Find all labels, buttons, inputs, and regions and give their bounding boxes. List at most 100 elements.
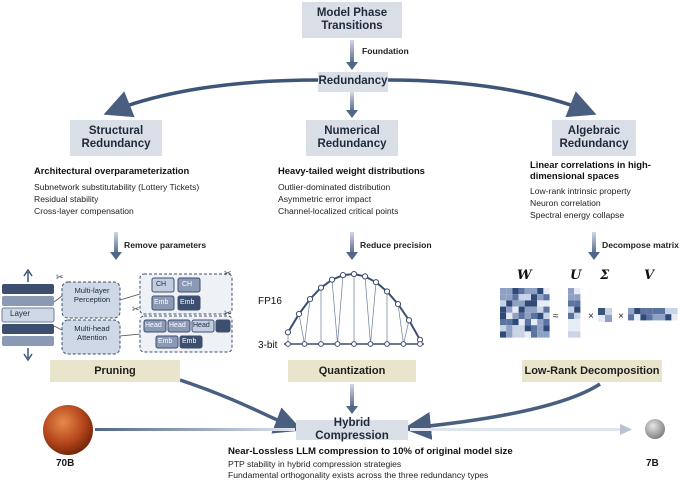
matrix-u-cell — [568, 300, 575, 307]
matrix-u-cell — [568, 288, 575, 295]
3bit-level — [351, 341, 357, 347]
3bit-level — [318, 341, 324, 347]
matrix-w-cell — [524, 306, 531, 313]
redundancy-box: Redundancy — [318, 72, 388, 92]
matrix-u-label: U — [570, 268, 582, 283]
phase-transitions-box: Model Phase Transitions — [302, 2, 402, 38]
hybrid-compression-label: Hybrid Compression — [315, 416, 389, 442]
matrix-u-cell — [568, 312, 575, 319]
ch-cell: CH — [156, 281, 167, 288]
matrix-w-cell — [518, 312, 525, 319]
matrix-v-cell — [665, 308, 672, 315]
quantization-label: Quantization — [318, 365, 386, 377]
matrix-w-cell — [506, 331, 513, 338]
matrix-w-cell — [512, 294, 519, 301]
3bit-level — [400, 341, 407, 347]
lowrank-box: Low-Rank Decomposition — [522, 360, 662, 382]
matrix-w-cell — [537, 331, 544, 338]
fp16-label: FP16 — [258, 296, 282, 307]
3bit-level — [367, 341, 374, 347]
matrix-w-cell — [543, 300, 550, 307]
matrix-w-cell — [524, 288, 531, 295]
algebraic-item: Low-rank intrinsic property — [530, 186, 631, 196]
matrix-w-cell — [524, 294, 531, 301]
numerical-item: Outlier-dominated distribution — [278, 182, 391, 192]
quantization-box: Quantization — [288, 360, 416, 382]
3bit-level — [301, 341, 308, 347]
matrix-w-cell — [512, 319, 519, 326]
matrix-v-cell — [646, 308, 653, 315]
matrix-u-cell — [568, 331, 575, 338]
algebraic-title: Algebraic Redundancy — [559, 124, 629, 150]
matrix-w-cell — [524, 312, 531, 319]
fp16-point — [383, 288, 391, 295]
algebraic-item: Spectral energy collapse — [530, 210, 625, 220]
3bit-level — [285, 341, 291, 347]
emb-cell: Emb — [180, 299, 195, 306]
matrix-v-cell — [671, 308, 678, 315]
times-symbol: × — [588, 311, 594, 322]
matrix-w-cell — [531, 319, 538, 326]
matrix-w-cell — [537, 300, 544, 307]
bottom-note: PTP stability in hybrid compression stra… — [228, 459, 402, 469]
fp16-point — [361, 273, 369, 280]
matrix-w-cell — [512, 312, 519, 319]
matrix-v-cell — [659, 314, 666, 321]
matrix-v-cell — [659, 308, 666, 315]
quant-mapping-line — [298, 313, 305, 345]
head-cell: Head — [145, 322, 162, 329]
matrix-v-label: V — [644, 268, 655, 283]
matrix-w-cell — [543, 294, 550, 301]
hybrid-compression-box: Hybrid Compression — [296, 416, 408, 442]
phase-transitions-label: Model Phase Transitions — [316, 6, 388, 32]
matrix-w-cell — [531, 312, 538, 319]
matrix-w-cell — [524, 319, 531, 326]
mlp-label: Multi-layer Perception — [73, 286, 111, 304]
fp16-point — [339, 272, 347, 279]
matrix-v-cell — [628, 308, 635, 315]
algebraic-heading: Linear correlations in high- dimensional… — [530, 159, 651, 181]
matrix-u-cell — [574, 300, 581, 307]
numerical-item: Asymmetric error impact — [278, 194, 372, 204]
matrix-w-cell — [537, 294, 544, 301]
matrix-v-cell — [646, 314, 653, 321]
matrix-u-cell — [568, 319, 575, 326]
head-cell: Head — [193, 322, 210, 329]
matrix-w-cell — [506, 288, 513, 295]
fp16-point — [295, 310, 303, 318]
algebraic-item: Neuron correlation — [530, 198, 601, 208]
matrix-w-cell — [506, 325, 513, 332]
large-model-planet — [43, 405, 93, 455]
matrix-w-cell — [524, 325, 531, 332]
3bit-label: 3-bit — [258, 340, 278, 351]
quant-mapping-line — [364, 276, 371, 345]
matrix-w-cell — [543, 306, 550, 313]
matrix-sigma-cell — [605, 315, 612, 322]
matrix-w-cell — [518, 306, 525, 313]
foundation-label: Foundation — [362, 46, 409, 56]
matrix-w-cell — [518, 288, 525, 295]
matrix-w-cell — [537, 325, 544, 332]
svg-text:✂: ✂ — [56, 272, 64, 282]
matrix-u-cell — [574, 312, 581, 319]
matrix-w-cell — [500, 325, 507, 332]
numerical-heading: Heavy-tailed weight distributions — [278, 165, 425, 176]
mha-label: Multi-head Attention — [74, 324, 110, 342]
matrix-w-cell — [506, 300, 513, 307]
matrix-w-cell — [500, 294, 507, 301]
matrix-sigma-cell — [598, 308, 605, 315]
reduce-precision-label: Reduce precision — [360, 240, 432, 250]
matrix-w-cell — [518, 319, 525, 326]
matrix-u-cell — [568, 325, 575, 332]
matrix-w-cell — [531, 300, 538, 307]
matrix-u-cell — [574, 288, 581, 295]
head-cell: Head — [169, 322, 186, 329]
matrix-w-cell — [506, 319, 513, 326]
structural-title: Structural Redundancy — [81, 124, 151, 150]
fp16-point — [328, 276, 336, 283]
fp16-point — [405, 317, 413, 324]
